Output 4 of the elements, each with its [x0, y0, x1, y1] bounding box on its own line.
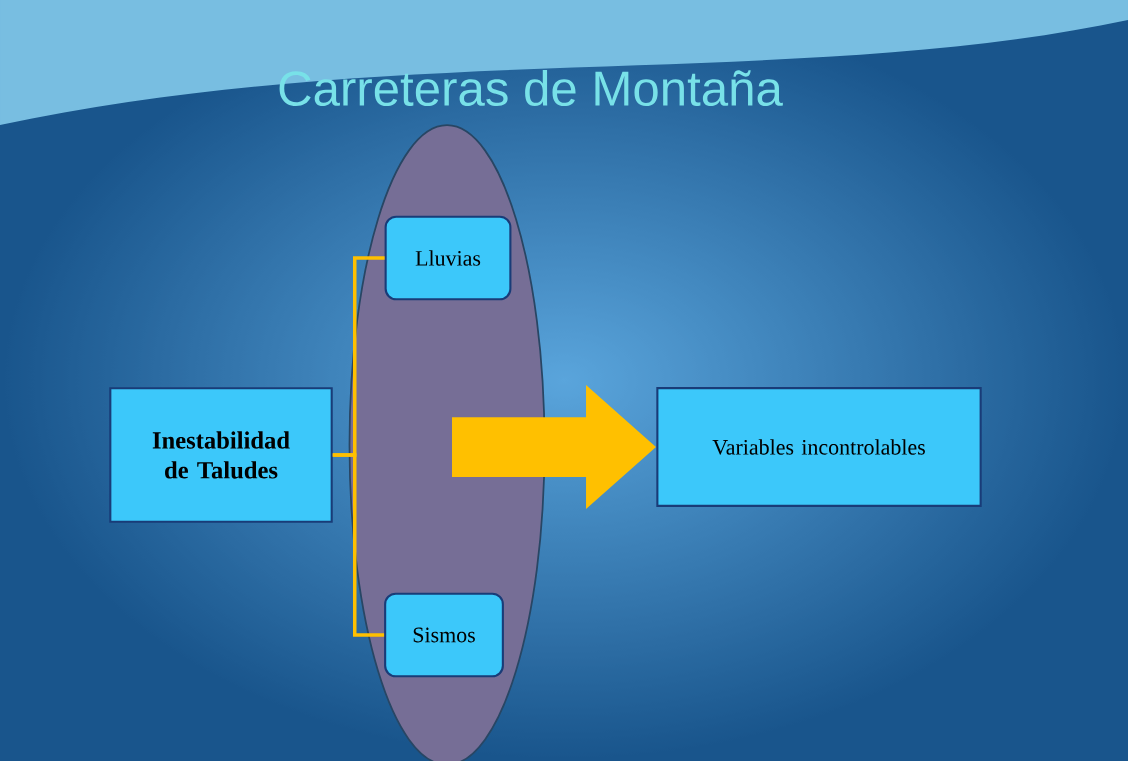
category-box: Lluvias: [384, 215, 512, 301]
category-box: Sismos: [384, 592, 504, 678]
concept-box: Inestabilidad de Taludes: [109, 387, 333, 523]
concept-box: Variables incontrolables: [656, 387, 982, 507]
